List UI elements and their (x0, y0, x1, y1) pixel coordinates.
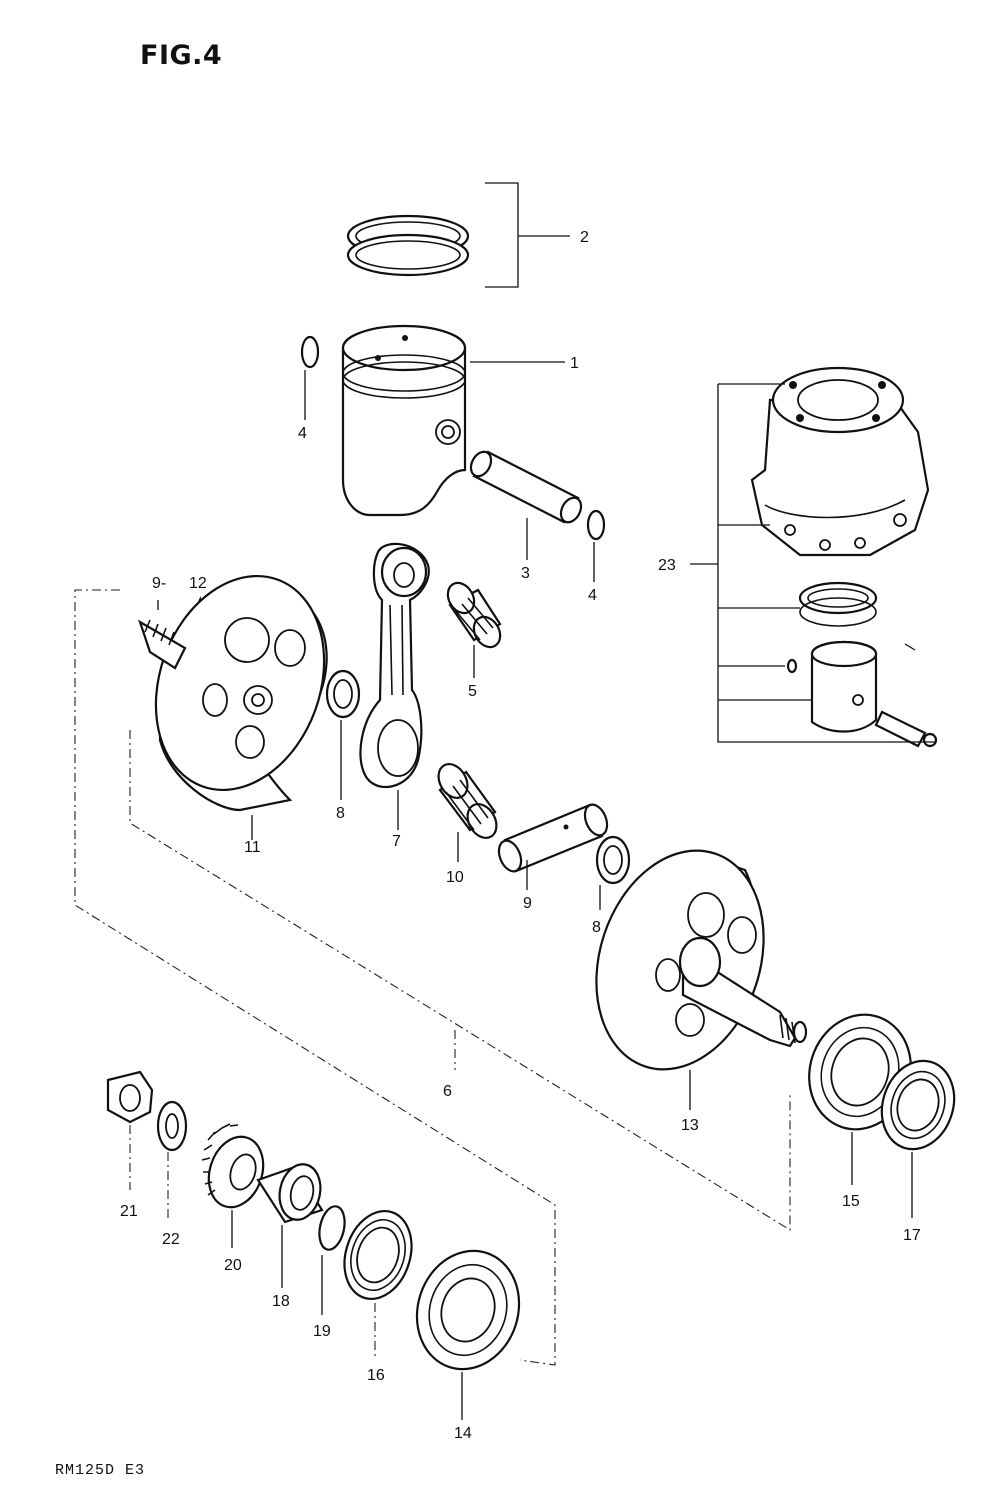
connecting-rod (359, 542, 430, 830)
callout-14: 14 (454, 1425, 472, 1442)
o-ring (318, 1205, 346, 1315)
callout-22: 22 (162, 1231, 180, 1248)
callout-8-left: 8 (336, 805, 345, 822)
crank-flywheel-right (595, 849, 808, 1110)
callout-18: 18 (272, 1293, 290, 1310)
model-code: RM125D E3 (55, 1462, 146, 1479)
callout-7: 7 (392, 833, 401, 850)
crankshaft-assembly-bracket (74, 589, 791, 1366)
callout-5: 5 (468, 683, 477, 700)
needle-bearing-small-end (446, 581, 502, 678)
callout-12-prefix: 9- (152, 575, 166, 592)
figure-title: FIG.4 (140, 40, 223, 71)
callout-20: 20 (224, 1257, 242, 1274)
cylinder-kit (690, 366, 938, 748)
callout-9: 9 (523, 895, 532, 912)
oil-seal-left (343, 1209, 413, 1358)
callout-17: 17 (903, 1227, 921, 1244)
crank-pin (497, 803, 609, 890)
callout-13: 13 (681, 1117, 699, 1134)
circlip-left (300, 335, 320, 420)
oil-seal-right (880, 1059, 956, 1218)
callout-21: 21 (120, 1203, 138, 1220)
nut (106, 1070, 154, 1190)
callout-1: 1 (570, 355, 579, 372)
spacer (256, 1163, 324, 1288)
circlip-right (586, 509, 606, 582)
washer (156, 1100, 188, 1220)
callout-16: 16 (367, 1367, 385, 1384)
callout-23: 23 (658, 557, 676, 574)
piston (341, 324, 565, 517)
callout-8-right: 8 (592, 919, 601, 936)
callout-11: 11 (244, 839, 261, 856)
callout-3: 3 (521, 565, 530, 582)
callout-10: 10 (446, 869, 464, 886)
callout-6: 6 (443, 1083, 452, 1100)
piston-ring-set (346, 182, 570, 288)
thrust-washer-left (325, 669, 361, 800)
callout-2: 2 (580, 229, 589, 246)
crank-flywheel-left (138, 574, 328, 840)
callout-15: 15 (842, 1193, 860, 1210)
piston-pin (469, 450, 583, 560)
needle-bearing-big-end (437, 763, 498, 862)
callout-19: 19 (313, 1323, 331, 1340)
primary-drive-gear (201, 1123, 265, 1248)
callout-4-left: 4 (298, 425, 307, 442)
callout-12: 12 (189, 575, 207, 592)
main-bearing-left (415, 1249, 521, 1420)
callout-4-right: 4 (588, 587, 597, 604)
thrust-washer-right (595, 835, 631, 910)
